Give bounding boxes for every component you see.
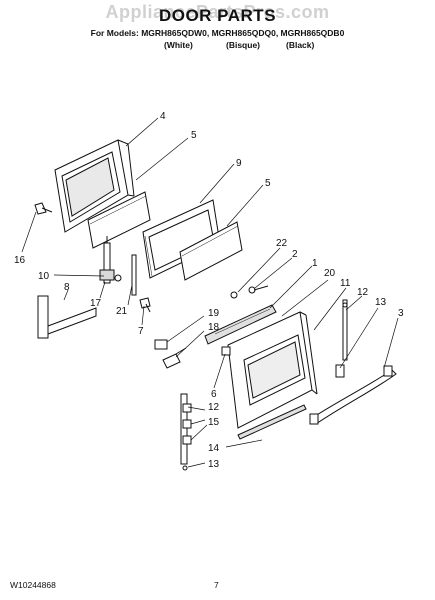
callout-18: 18	[208, 322, 220, 333]
callout-4: 4	[160, 111, 166, 122]
page-number: 7	[214, 580, 219, 590]
part-door-side-bracket-left	[180, 393, 192, 471]
part-outer-door-frame	[54, 139, 135, 233]
callout-13b: 13	[208, 459, 220, 470]
callout-19: 19	[208, 308, 220, 319]
page-title: DOOR PARTS	[158, 6, 277, 25]
part-door-side-bracket	[342, 299, 348, 361]
part-screw-lower	[139, 297, 151, 313]
part-glass-panel-lower	[179, 221, 243, 281]
callout-9: 9	[236, 158, 242, 169]
part-hinge-bar	[131, 254, 137, 296]
callout-1: 1	[312, 258, 318, 269]
callout-7: 7	[138, 326, 144, 337]
part-hinge	[99, 236, 122, 284]
part-door-trim	[204, 304, 277, 345]
part-screw-2	[248, 285, 269, 294]
callout-21: 21	[116, 306, 128, 317]
callout-5b: 5	[265, 178, 271, 189]
part-vent-trim	[37, 295, 97, 339]
part-door-handle	[309, 365, 397, 425]
part-small-bracket	[154, 339, 168, 350]
callout-15: 15	[208, 417, 220, 428]
finish-black: (Black)	[286, 40, 315, 50]
callout-16: 16	[14, 255, 26, 266]
callout-20: 20	[324, 268, 336, 279]
callout-12: 12	[357, 287, 369, 298]
callout-11: 11	[340, 278, 351, 289]
part-clip-right	[335, 364, 345, 378]
part-screw	[34, 202, 53, 215]
callout-22: 22	[276, 238, 288, 249]
finish-white: (White)	[164, 40, 193, 50]
callout-13: 13	[375, 297, 387, 308]
part-latch-clip	[221, 346, 231, 356]
callout-5: 5	[191, 130, 197, 141]
callout-8: 8	[64, 282, 70, 293]
callout-14: 14	[208, 443, 220, 454]
part-glass-panel-upper	[87, 191, 151, 249]
leader-lines	[21, 117, 399, 468]
callout-10: 10	[38, 271, 50, 282]
document-number: W10244868	[10, 580, 56, 590]
callout-labels: 4 5 9 5 16 10 8 17 21 7 22 2 1 20 11 12 …	[14, 111, 404, 470]
part-outer-door-panel	[227, 311, 318, 429]
finish-bisque: (Bisque)	[226, 40, 260, 50]
callout-3: 3	[398, 308, 404, 319]
callout-2: 2	[292, 249, 298, 260]
callout-12b: 12	[208, 402, 220, 413]
model-list: For Models: MGRH865QDW0, MGRH865QDQ0, MG…	[90, 28, 345, 38]
part-plug-button	[230, 291, 238, 299]
watermark-text: AppliancePartsPros.com	[105, 2, 330, 22]
part-door-bottom-trim	[237, 404, 307, 440]
callout-17: 17	[90, 298, 102, 309]
callout-6: 6	[211, 389, 217, 400]
